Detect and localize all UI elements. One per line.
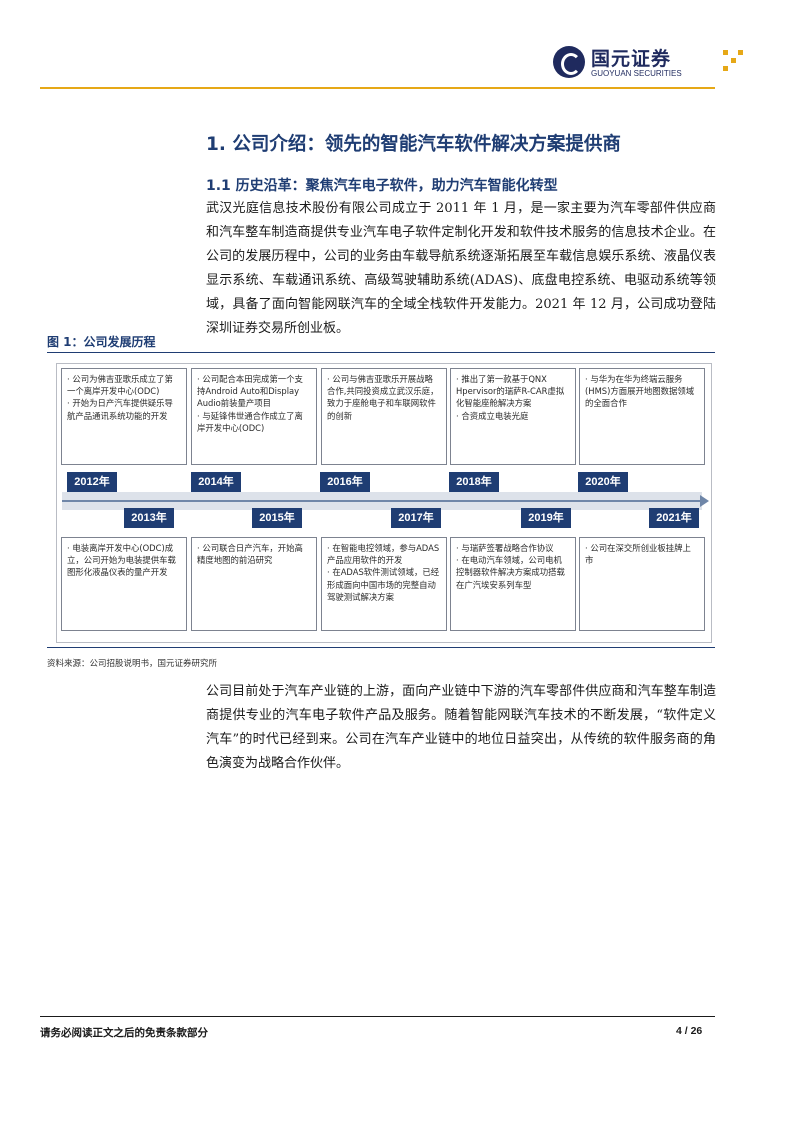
- event-text: · 与延锋伟世通合作成立了离岸开发中心(ODC): [197, 410, 303, 433]
- logo-chinese-name: 国元证券: [591, 48, 672, 70]
- page-header: 国元证券 GUOYUAN SECURITIES: [40, 40, 753, 90]
- timeline-arrow-icon: [700, 495, 709, 507]
- event-text: · 在ADAS软件测试领域，已经形成面向中国市场的完整自动驾驶测试解决方案: [327, 567, 440, 602]
- event-text: · 公司联合日产汽车，开始高精度地图的前沿研究: [197, 543, 303, 566]
- timeline-event-2018: · 推出了第一款基于QNX Hpervisor的瑞萨R-CAR虚拟化智能座舱解决…: [450, 368, 576, 465]
- logo-emblem-icon: [553, 46, 585, 78]
- section-heading: 1. 公司介绍：领先的智能汽车软件解决方案提供商: [206, 134, 621, 155]
- year-label-2018: 2018年: [449, 472, 499, 492]
- footer-divider: [40, 1016, 715, 1017]
- timeline-event-2015: · 公司联合日产汽车，开始高精度地图的前沿研究: [191, 537, 317, 631]
- year-label-2014: 2014年: [191, 472, 241, 492]
- event-text: · 公司在深交所创业板挂牌上市: [585, 543, 691, 566]
- timeline-axis: [62, 500, 702, 502]
- industry-position-paragraph: 公司目前处于汽车产业链的上游，面向产业链中下游的汽车零部件供应商和汽车整车制造商…: [206, 684, 716, 771]
- timeline-event-2017: · 在智能电控领域，参与ADAS产品应用软件的开发 · 在ADAS软件测试领域，…: [321, 537, 447, 631]
- event-text: · 与华为在华为终端云服务(HMS)方面展开地图数据领域的全面合作: [585, 374, 695, 409]
- event-text: · 公司为佛吉亚歌乐成立了第一个离岸开发中心(ODC): [67, 374, 173, 397]
- subsection-heading: 1.1 历史沿革：聚焦汽车电子软件，助力汽车智能化转型: [206, 178, 558, 194]
- event-text: · 电装离岸开发中心(ODC)成立，公司开始为电装提供车载图形化液晶仪表的量产开…: [67, 543, 176, 578]
- timeline-event-2020: · 与华为在华为终端云服务(HMS)方面展开地图数据领域的全面合作: [579, 368, 705, 465]
- figure-title: 图 1：公司发展历程: [47, 335, 156, 349]
- page-number: 4 / 26: [676, 1025, 703, 1037]
- company-logo: 国元证券 GUOYUAN SECURITIES: [553, 44, 743, 84]
- figure-bottom-rule: [47, 647, 715, 648]
- event-text: · 在电动汽车领域，公司电机控制器软件解决方案成功搭载在广汽埃安系列车型: [456, 555, 565, 590]
- year-label-2013: 2013年: [124, 508, 174, 528]
- logo-dots-icon: [723, 50, 745, 78]
- intro-paragraph: 武汉光庭信息技术股份有限公司成立于 2011 年 1 月，是一家主要为汽车零部件…: [206, 201, 716, 336]
- timeline-frame: [56, 363, 712, 643]
- figure-source: 资料来源：公司招股说明书，国元证券研究所: [47, 659, 218, 669]
- header-divider: [40, 87, 715, 89]
- year-label-2019: 2019年: [521, 508, 571, 528]
- event-text: · 合资成立电装光庭: [456, 410, 529, 421]
- event-text: · 在智能电控领域，参与ADAS产品应用软件的开发: [327, 543, 440, 566]
- year-label-2015: 2015年: [252, 508, 302, 528]
- event-text: · 推出了第一款基于QNX Hpervisor的瑞萨R-CAR虚拟化智能座舱解决…: [456, 374, 565, 409]
- timeline-event-2014: · 公司配合本田完成第一个支持Android Auto和Display Audi…: [191, 368, 317, 465]
- event-text: · 开始为日产汽车提供疑乐导航产品通讯系统功能的开发: [67, 398, 173, 421]
- event-text: · 与瑞萨签署战略合作协议: [456, 543, 554, 553]
- year-label-2020: 2020年: [578, 472, 628, 492]
- timeline-event-2016: · 公司与佛吉亚歌乐开展战略合作,共同投资成立武汉乐庭，致力于座舱电子和车联网软…: [321, 368, 447, 465]
- year-label-2017: 2017年: [391, 508, 441, 528]
- timeline-event-2013: · 电装离岸开发中心(ODC)成立，公司开始为电装提供车载图形化液晶仪表的量产开…: [61, 537, 187, 631]
- event-text: · 公司配合本田完成第一个支持Android Auto和Display Audi…: [197, 374, 303, 409]
- year-label-2016: 2016年: [320, 472, 370, 492]
- event-text: · 公司与佛吉亚歌乐开展战略合作,共同投资成立武汉乐庭，致力于座舱电子和车联网软…: [327, 374, 439, 421]
- logo-english-name: GUOYUAN SECURITIES: [591, 69, 682, 78]
- timeline-event-2019: · 与瑞萨签署战略合作协议 · 在电动汽车领域，公司电机控制器软件解决方案成功搭…: [450, 537, 576, 631]
- year-label-2012: 2012年: [67, 472, 117, 492]
- figure-top-rule: [47, 352, 715, 353]
- timeline-event-2012: · 公司为佛吉亚歌乐成立了第一个离岸开发中心(ODC) · 开始为日产汽车提供疑…: [61, 368, 187, 465]
- year-label-2021: 2021年: [649, 508, 699, 528]
- timeline-event-2021: · 公司在深交所创业板挂牌上市: [579, 537, 705, 631]
- footer-disclaimer: 请务必阅读正文之后的免责条款部分: [40, 1027, 208, 1039]
